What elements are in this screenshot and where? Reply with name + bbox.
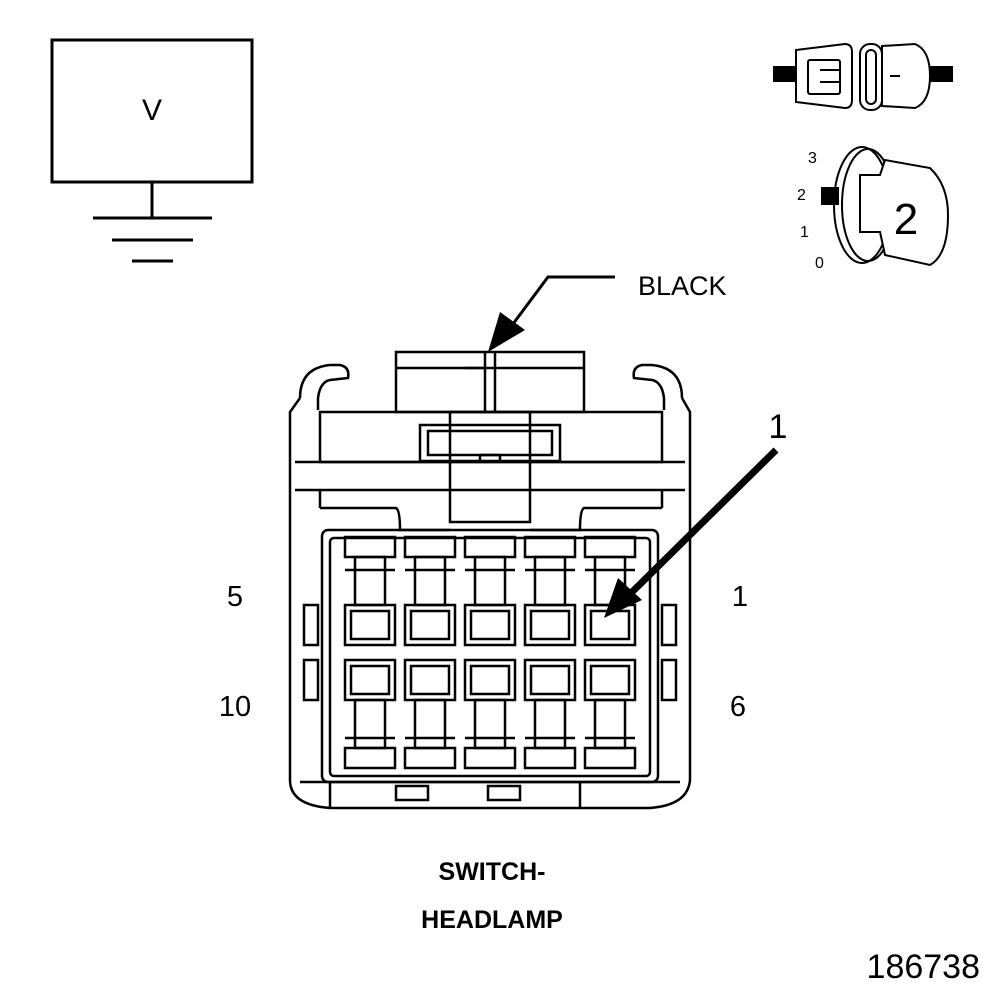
ignition-position-1: 1: [800, 224, 809, 241]
ignition-position-2: 2: [797, 187, 806, 204]
terminal-cavities: [343, 535, 637, 770]
cavity-column: [403, 535, 457, 770]
pin-label-bottom-right: 6: [730, 691, 746, 723]
connector-name-line1: SWITCH-: [439, 858, 546, 886]
pin-callout-number: 1: [769, 408, 788, 446]
ignition-selected-position: 2: [894, 195, 918, 244]
connector-body: [288, 350, 692, 810]
voltmeter-ground-icon: [50, 38, 254, 263]
color-callout-arrow: [488, 275, 615, 352]
cavity-column: [463, 535, 517, 770]
voltmeter-symbol: V: [142, 94, 162, 127]
figure-id: 186738: [867, 948, 980, 986]
ignition-key-icon: [821, 146, 950, 267]
ignition-position-3: 3: [808, 150, 817, 167]
cavity-column: [583, 535, 637, 770]
ignition-position-0: 0: [815, 255, 824, 272]
cavity-column: [523, 535, 577, 770]
pin-label-top-left: 5: [227, 581, 243, 613]
connector-color-label: BLACK: [638, 271, 727, 301]
pin-label-top-right: 1: [732, 581, 748, 613]
cavity-column: [343, 535, 397, 770]
pin-callout-arrow: [604, 447, 779, 618]
probe-icon: [773, 42, 953, 111]
pin-label-bottom-left: 10: [219, 691, 251, 723]
connector-name-line2: HEADLAMP: [421, 906, 563, 934]
